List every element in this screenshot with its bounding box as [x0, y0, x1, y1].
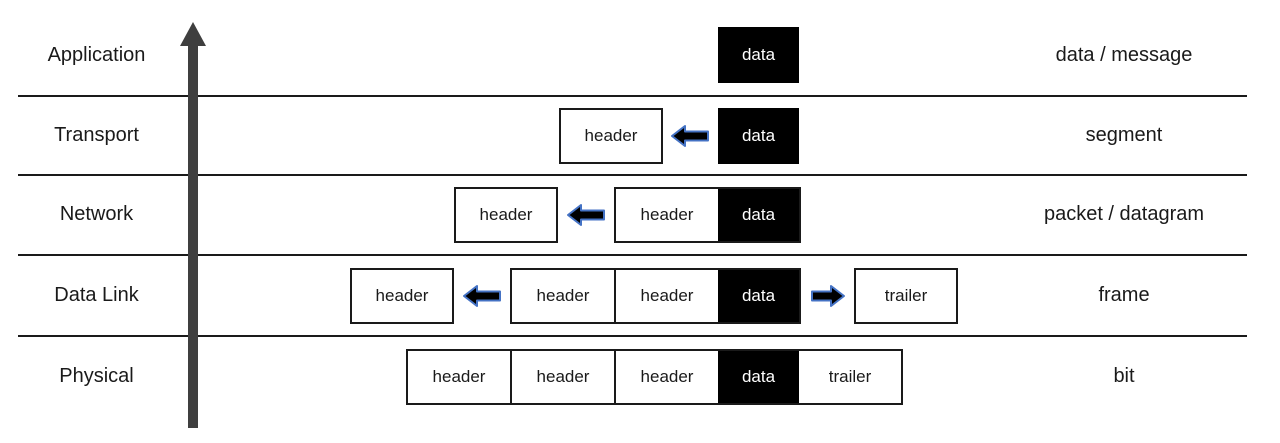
transport-data-box: data [718, 108, 799, 164]
transport-add-header-arrow-icon [671, 125, 709, 147]
unit-label-physical: bit [1113, 365, 1135, 387]
layer-label-physical: Physical [59, 365, 134, 387]
transport-header-box: header [559, 108, 663, 164]
network-header-box: header [454, 187, 558, 243]
row-separator-line [18, 174, 1247, 176]
network-pdu-header-seg: header [640, 205, 694, 224]
datalink-add-header-arrow-icon [463, 285, 501, 307]
row-separator-line [18, 254, 1247, 256]
upward-flow-arrow-icon [180, 22, 206, 428]
network-pdu-box: header data [614, 187, 801, 243]
unit-label-datalink: frame [1098, 283, 1150, 306]
layer-label-datalink: Data Link [54, 283, 139, 306]
datalink-pdu-header2-seg: header [614, 270, 718, 322]
application-data-box: data [718, 27, 799, 83]
layer-label-application: Application [47, 43, 146, 66]
physical-pdu-header1-seg: header [432, 367, 486, 386]
unit-label-application: data / message [1055, 43, 1193, 66]
network-pdu-data-seg: data [718, 189, 799, 241]
datalink-header-box: header [350, 268, 454, 324]
network-add-header-arrow-icon [567, 204, 605, 226]
physical-pdu-trailer-seg: trailer [828, 367, 872, 386]
unit-label-network: packet / datagram [1043, 203, 1205, 225]
datalink-add-trailer-arrow-icon [811, 285, 845, 307]
datalink-pdu-header1-seg: header [536, 286, 590, 305]
datalink-pdu-data-seg: data [718, 270, 799, 322]
row-separator-line [18, 335, 1247, 337]
datalink-pdu-box: header header data [510, 268, 801, 324]
datalink-trailer-box: trailer [854, 268, 958, 324]
unit-label-transport: segment [1085, 124, 1163, 146]
physical-pdu-header2-seg: header [510, 351, 614, 403]
layer-label-network: Network [59, 203, 134, 225]
physical-pdu-header3-seg: header [614, 351, 718, 403]
physical-pdu-box: header header header data trailer [406, 349, 903, 405]
layer-label-transport: Transport [54, 124, 139, 146]
physical-pdu-data-seg: data [718, 351, 799, 403]
row-separator-line [18, 95, 1247, 97]
